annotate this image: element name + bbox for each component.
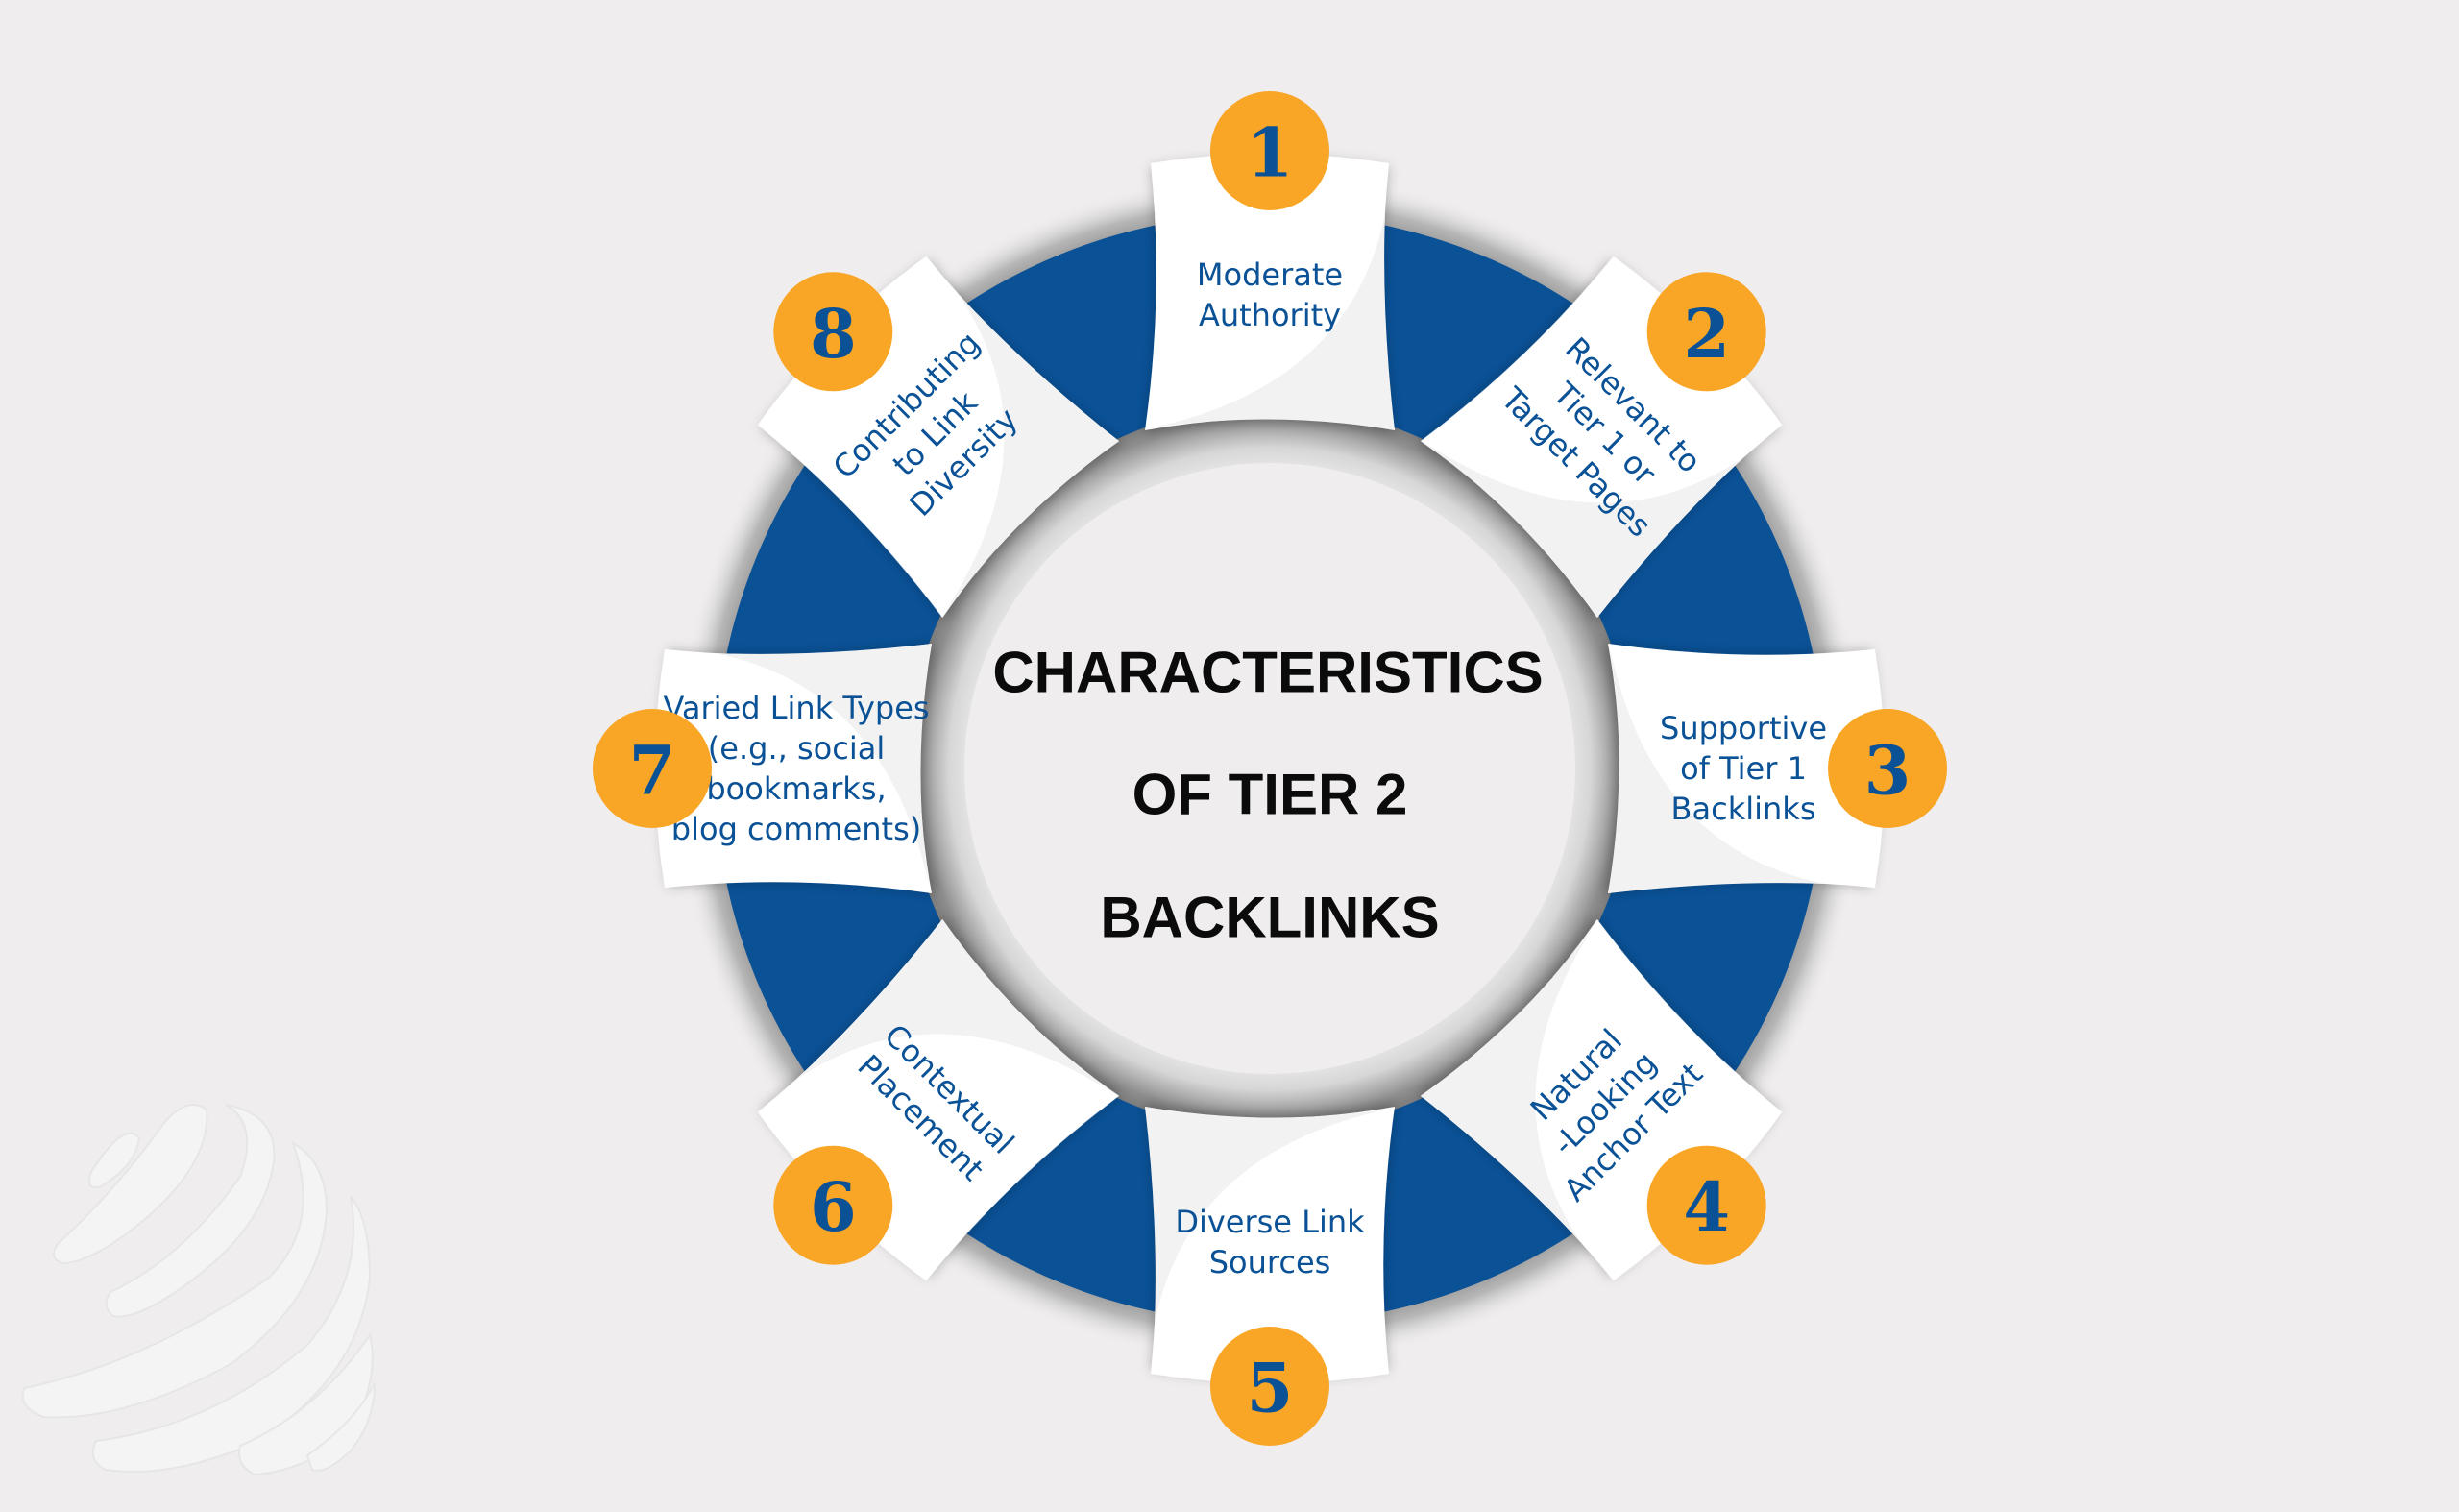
badge-number: 1 <box>1247 113 1294 193</box>
card-text-line: Sources <box>1209 1244 1331 1280</box>
badge-1: 1 <box>1210 91 1329 210</box>
badge-5: 5 <box>1210 1327 1329 1446</box>
card-curl-shade <box>943 294 1120 614</box>
badge-3: 3 <box>1828 709 1947 828</box>
title-line-3: BACKLINKS <box>1100 886 1439 950</box>
card-curl-shade <box>1424 442 1744 619</box>
badge-circle <box>1210 91 1329 210</box>
card-curl-shade <box>1608 647 1825 893</box>
badge-circle <box>773 1145 893 1265</box>
center-disc <box>964 463 1575 1074</box>
card-text-line: Moderate <box>1197 256 1343 293</box>
badge-number: 6 <box>810 1167 857 1247</box>
number-badges: 1 2 3 4 5 6 7 8 <box>593 91 1947 1446</box>
badge-circle <box>1210 1327 1329 1446</box>
globe-watermark-icon <box>21 1104 376 1476</box>
card-text-line: Backlinks <box>1671 791 1816 827</box>
badge-number: 3 <box>1864 731 1911 811</box>
card-curl-shade <box>715 644 932 890</box>
badge-number: 2 <box>1683 294 1730 374</box>
card-3: Supportive of Tier 1 Backlinks <box>1608 644 1885 893</box>
card-curl-shade <box>1420 923 1596 1243</box>
badge-7: 7 <box>593 709 712 828</box>
badge-circle <box>1646 1145 1766 1265</box>
card-curl-shade <box>795 918 1115 1095</box>
card-7: Varied Link Types (e.g., socialbookmarks,… <box>655 644 932 893</box>
card-text-line: bookmarks, <box>706 770 886 807</box>
badge-circle <box>1828 709 1947 828</box>
badge-4: 4 <box>1646 1145 1766 1265</box>
card-text-line: Diverse Link <box>1175 1204 1365 1240</box>
badge-6: 6 <box>773 1145 893 1265</box>
card-curl-shade <box>1145 1107 1391 1324</box>
badge-number: 7 <box>629 731 676 811</box>
badge-circle <box>1646 272 1766 392</box>
diagram-title: CHARACTERISTICS OF TIER 2 BACKLINKS <box>992 641 1543 950</box>
title-line-2: OF TIER 2 <box>1132 763 1408 827</box>
card-text-line: of Tier 1 <box>1680 750 1807 787</box>
badge-circle <box>593 709 712 828</box>
card-curl-shade <box>1149 213 1395 430</box>
title-line-1: CHARACTERISTICS <box>992 641 1543 705</box>
card-text-line: (e.g., social <box>708 730 885 767</box>
badge-2: 2 <box>1646 272 1766 392</box>
card-text-line: blog comments) <box>671 811 921 847</box>
badge-number: 8 <box>810 294 857 374</box>
badge-number: 4 <box>1683 1167 1730 1247</box>
card-text-line: Supportive <box>1660 710 1827 746</box>
badge-circle <box>773 272 893 392</box>
badge-number: 5 <box>1247 1349 1294 1428</box>
card-text-line: Authority <box>1199 297 1341 333</box>
card-text-line: Varied Link Types <box>663 690 929 726</box>
badge-8: 8 <box>773 272 893 392</box>
